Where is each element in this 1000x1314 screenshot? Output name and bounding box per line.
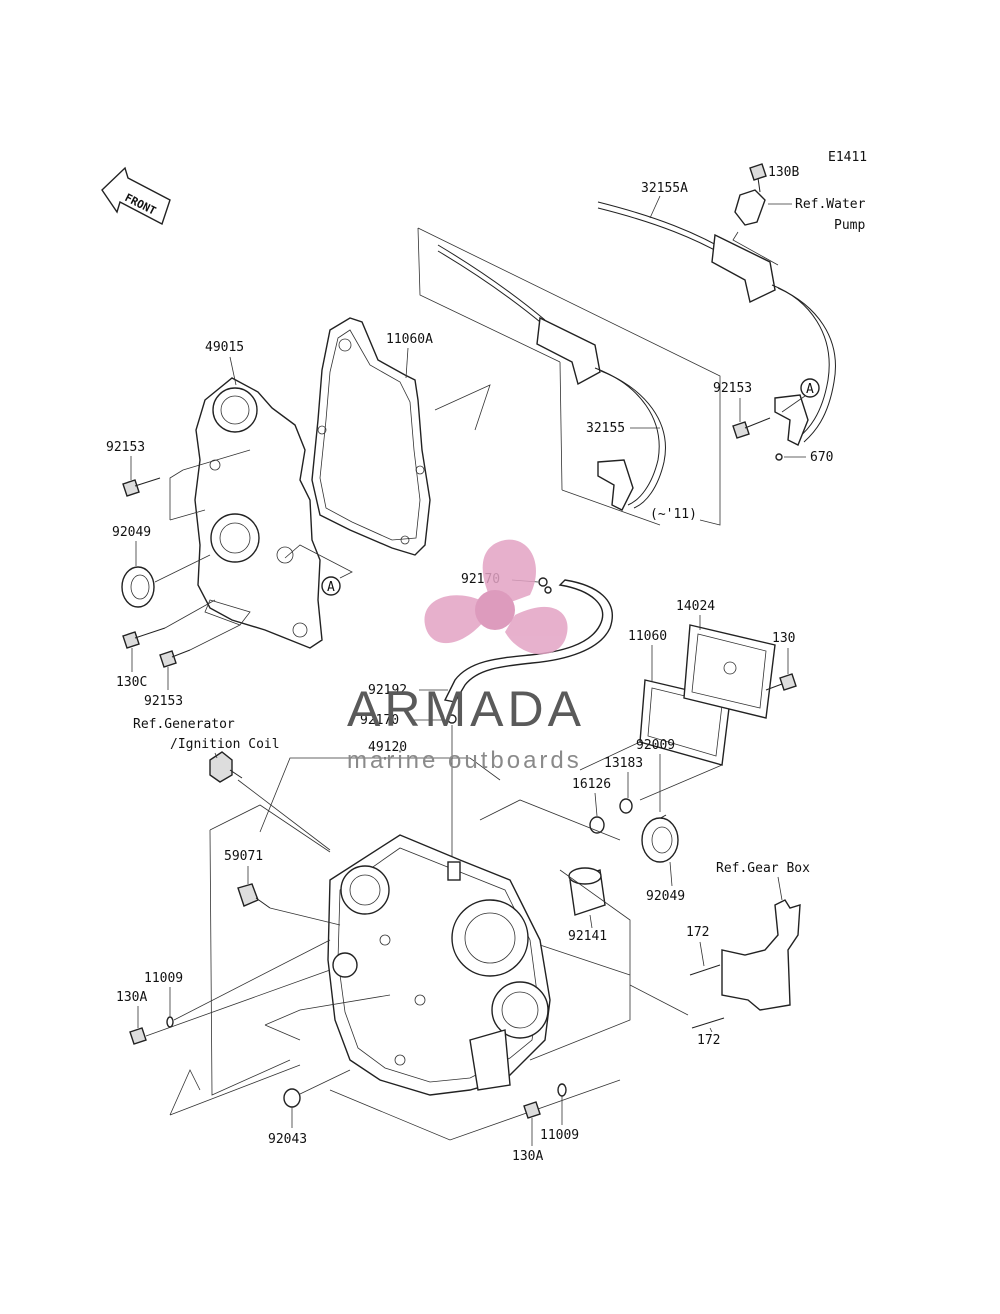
label-59071: 59071 <box>224 849 263 864</box>
clamp-92170-bottom <box>447 714 457 724</box>
label-130a-left: 130A <box>116 990 147 1005</box>
bolt-130 <box>765 673 797 691</box>
tube-32155 <box>437 244 666 511</box>
watermark-tagline: marine outboards <box>347 747 582 774</box>
diagram-code: E1411 <box>828 150 867 165</box>
version-note: (~'11) <box>650 507 697 522</box>
callout-a-right-label: A <box>806 382 814 397</box>
sensor-59071 <box>237 883 271 909</box>
label-172-bottom: 172 <box>697 1033 720 1048</box>
bushing-92141 <box>568 867 606 916</box>
bolt-130a-left <box>129 1027 147 1045</box>
label-670: 670 <box>810 450 833 465</box>
label-92141: 92141 <box>568 929 607 944</box>
label-92192: 92192 <box>368 683 407 698</box>
crankcase-49120 <box>327 834 551 1096</box>
ref-generator-1: Ref.Generator <box>133 717 235 732</box>
ref-gear-box: Ref.Gear Box <box>716 861 810 876</box>
bolt-130c <box>122 627 166 649</box>
label-92153-left-top: 92153 <box>106 440 145 455</box>
tube-32155a <box>597 201 836 446</box>
seal-92049-right <box>641 817 679 863</box>
watermark-brand: ARMADA <box>347 681 585 737</box>
label-49120: 49120 <box>368 740 407 755</box>
label-172-top: 172 <box>686 925 709 940</box>
sensor-generator-ref <box>209 751 243 783</box>
label-32155a: 32155A <box>641 181 688 196</box>
label-92049-right: 92049 <box>646 889 685 904</box>
bolt-92153-left-bottom <box>159 649 191 668</box>
cover-49015 <box>194 377 323 649</box>
front-arrow-icon: FRONT <box>101 166 171 226</box>
washer-11009-left <box>166 1016 174 1028</box>
label-92170-bottom: 92170 <box>360 713 399 728</box>
ref-water-pump-2: Pump <box>834 218 865 233</box>
stud-172-bottom <box>691 1017 725 1029</box>
label-13183: 13183 <box>604 756 643 771</box>
label-11060: 11060 <box>628 629 667 644</box>
callout-a-right <box>800 378 820 398</box>
ref-generator-2: /Ignition Coil <box>170 737 280 752</box>
label-92153-right: 92153 <box>713 381 752 396</box>
dowel-92043 <box>283 1088 301 1108</box>
armada-watermark-logo <box>424 539 568 655</box>
seal-92049-left <box>121 566 155 608</box>
oring-670 <box>775 453 783 461</box>
label-130b: 130B <box>768 165 799 180</box>
label-16126: 16126 <box>572 777 611 792</box>
label-92153-left-bottom: 92153 <box>144 694 183 709</box>
bolt-130a-bottom <box>523 1101 541 1119</box>
washer-11009-bottom <box>557 1083 567 1097</box>
hose-92192 <box>443 579 613 703</box>
label-130: 130 <box>772 631 795 646</box>
label-92049-left: 92049 <box>112 525 151 540</box>
stud-172-top <box>689 964 721 976</box>
label-14024: 14024 <box>676 599 715 614</box>
label-92009: 92009 <box>636 738 675 753</box>
label-49015: 49015 <box>205 340 244 355</box>
label-32155: 32155 <box>586 421 625 436</box>
label-92043: 92043 <box>268 1132 307 1147</box>
label-11009-left: 11009 <box>144 971 183 986</box>
callout-a-left-label: A <box>327 580 335 595</box>
label-130a-bottom: 130A <box>512 1149 543 1164</box>
clamp-92170-top <box>538 577 552 594</box>
cover-14024 <box>683 624 776 719</box>
bolt-92153-right <box>732 417 771 439</box>
bolt-130b <box>749 163 767 193</box>
ref-water-pump-1: Ref.Water <box>795 197 866 212</box>
bolt-92153-left-top <box>122 477 161 497</box>
gasket-11060a <box>311 317 431 556</box>
label-11060a: 11060A <box>386 332 433 347</box>
bracket-gear-box <box>721 899 801 1011</box>
pin-13183 <box>619 798 633 814</box>
label-11009-bottom: 11009 <box>540 1128 579 1143</box>
callout-a-left <box>321 576 341 596</box>
label-130c: 130C <box>116 675 147 690</box>
